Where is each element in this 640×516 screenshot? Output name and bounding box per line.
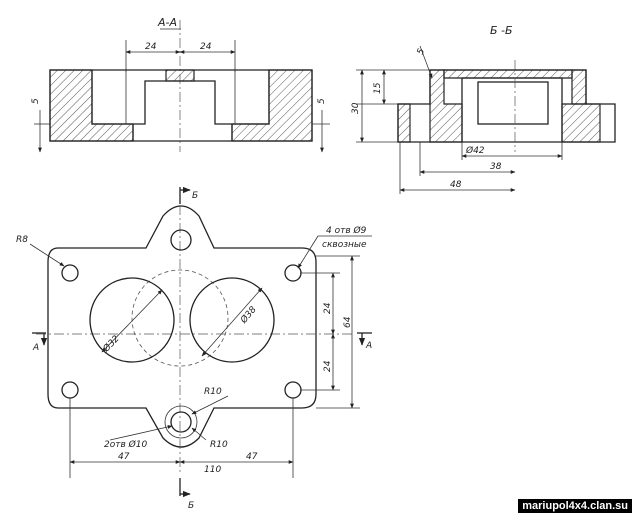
radius-corner: R8 [16, 235, 28, 245]
section-b-b-title: Б -Б [490, 24, 513, 37]
ear-hole-top [170, 229, 192, 251]
watermark: mariupol4x4.clan.su [518, 499, 632, 513]
dim-110: 110 [204, 465, 221, 475]
radius-r10-bottom: R10 [210, 440, 228, 450]
section-a-a: А-А 24 24 5 5 [31, 16, 330, 153]
section-b-b: Б -Б 5 15 30 Ø42 38 48 [351, 24, 616, 194]
radius-r10-top: R10 [204, 387, 222, 397]
mark-b-top: Б [192, 191, 198, 201]
dim-47-left: 47 [118, 452, 130, 462]
dim-a-a-left-24: 24 [145, 42, 157, 52]
dim-a-a-left-5: 5 [31, 98, 41, 104]
dim-b-b-30: 30 [351, 102, 361, 114]
mark-a-left: А [32, 343, 39, 353]
holes-note-line1: 4 отв Ø9 [326, 225, 367, 236]
mark-b-bottom: Б [188, 501, 194, 511]
dim-24-upper: 24 [323, 302, 333, 314]
dim-bore-left: Ø32 [100, 333, 122, 355]
dim-b-b-15: 15 [373, 82, 383, 94]
corner-hole-tl [61, 264, 79, 282]
dim-bore-right: Ø38 [238, 304, 259, 326]
dim-b-b-48: 48 [450, 180, 462, 190]
holes-note-line2: сквозные [322, 240, 367, 250]
plan-view: Б Б А А Ø32 Ø38 R8 [16, 186, 372, 511]
dim-64: 64 [343, 316, 353, 328]
holes-two: 2отв Ø10 [104, 439, 147, 450]
mark-a-right: А [365, 341, 372, 351]
ear-hole-bottom [170, 411, 192, 433]
bore-right [189, 277, 275, 363]
dim-b-b-d42: Ø42 [465, 145, 485, 156]
bore-left [89, 277, 175, 363]
dim-b-b-5: 5 [416, 47, 427, 56]
dim-a-a-right-24: 24 [200, 42, 212, 52]
section-a-a-title: А-А [157, 16, 177, 29]
dim-24-lower: 24 [323, 360, 333, 372]
corner-hole-br [284, 381, 302, 399]
dim-b-b-38: 38 [490, 162, 502, 172]
dim-a-a-right-5: 5 [317, 98, 327, 104]
dim-47-right: 47 [246, 452, 258, 462]
corner-hole-bl [61, 381, 79, 399]
